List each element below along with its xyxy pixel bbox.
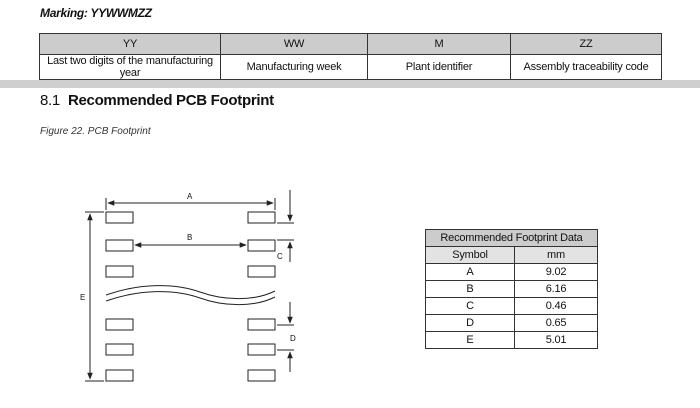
break-line <box>105 291 276 306</box>
marking-header-ww: WW <box>220 33 368 55</box>
section-title: Recommended PCB Footprint <box>67 92 274 109</box>
dim-label-a: A <box>187 192 193 201</box>
right-pad <box>247 318 276 331</box>
footprint-value: 0.65 <box>514 314 598 332</box>
section-heading: 8.1 Recommended PCB Footprint <box>40 92 274 109</box>
marking-header-yy: YY <box>39 33 221 55</box>
footprint-header-mm: mm <box>514 246 598 264</box>
right-pad <box>247 239 276 252</box>
footprint-symbol: D <box>425 314 515 332</box>
footprint-row: A 9.02 <box>425 263 598 281</box>
break-line <box>105 285 276 300</box>
left-pad <box>105 369 134 382</box>
footprint-table-title: Recommended Footprint Data <box>425 229 598 247</box>
marking-desc-zz: Assembly traceability code <box>510 54 662 80</box>
break-lines <box>105 285 276 306</box>
left-pads <box>105 211 134 382</box>
figure-caption: Figure 22. PCB Footprint <box>40 126 151 137</box>
footprint-title-row: Recommended Footprint Data <box>425 229 598 247</box>
marking-label: Marking: YYWWMZZ <box>40 6 152 20</box>
right-pad <box>247 369 276 382</box>
footprint-data-table: Recommended Footprint Data Symbol mm A 9… <box>425 229 598 349</box>
dimension-lines <box>85 190 294 382</box>
marking-desc-m: Plant identifier <box>367 54 511 80</box>
dim-label-d: D <box>290 334 296 343</box>
footprint-value: 9.02 <box>514 263 598 281</box>
dim-label-b: B <box>187 233 192 242</box>
dim-label-e: E <box>80 293 85 302</box>
footprint-header-symbol: Symbol <box>425 246 515 264</box>
marking-desc-row: Last two digits of the manufacturing yea… <box>39 54 662 80</box>
right-pad <box>247 343 276 356</box>
footprint-row: D 0.65 <box>425 314 598 332</box>
dimension-labels: A B C D E <box>80 192 296 343</box>
footprint-row: C 0.46 <box>425 297 598 315</box>
footprint-row: B 6.16 <box>425 280 598 298</box>
marking-desc-ww: Manufacturing week <box>220 54 368 80</box>
left-pad <box>105 343 134 356</box>
left-pad <box>105 211 134 224</box>
marking-desc-yy: Last two digits of the manufacturing yea… <box>39 54 221 80</box>
footprint-row: E 5.01 <box>425 331 598 349</box>
footprint-symbol: A <box>425 263 515 281</box>
dim-label-c: C <box>277 252 283 261</box>
left-pad <box>105 265 134 278</box>
right-pads <box>247 211 276 382</box>
footprint-symbol: B <box>425 280 515 298</box>
left-pad <box>105 239 134 252</box>
footprint-value: 5.01 <box>514 331 598 349</box>
marking-header-row: YY WW M ZZ <box>39 33 662 55</box>
footprint-value: 6.16 <box>514 280 598 298</box>
marking-table: YY WW M ZZ Last two digits of the manufa… <box>39 33 662 80</box>
left-pad <box>105 318 134 331</box>
right-pad <box>247 265 276 278</box>
footprint-value: 0.46 <box>514 297 598 315</box>
section-number: 8.1 <box>40 92 60 109</box>
footprint-header-row: Symbol mm <box>425 246 598 264</box>
footprint-symbol: C <box>425 297 515 315</box>
marking-header-m: M <box>367 33 511 55</box>
section-separator <box>0 80 700 88</box>
footprint-symbol: E <box>425 331 515 349</box>
right-pad <box>247 211 276 224</box>
